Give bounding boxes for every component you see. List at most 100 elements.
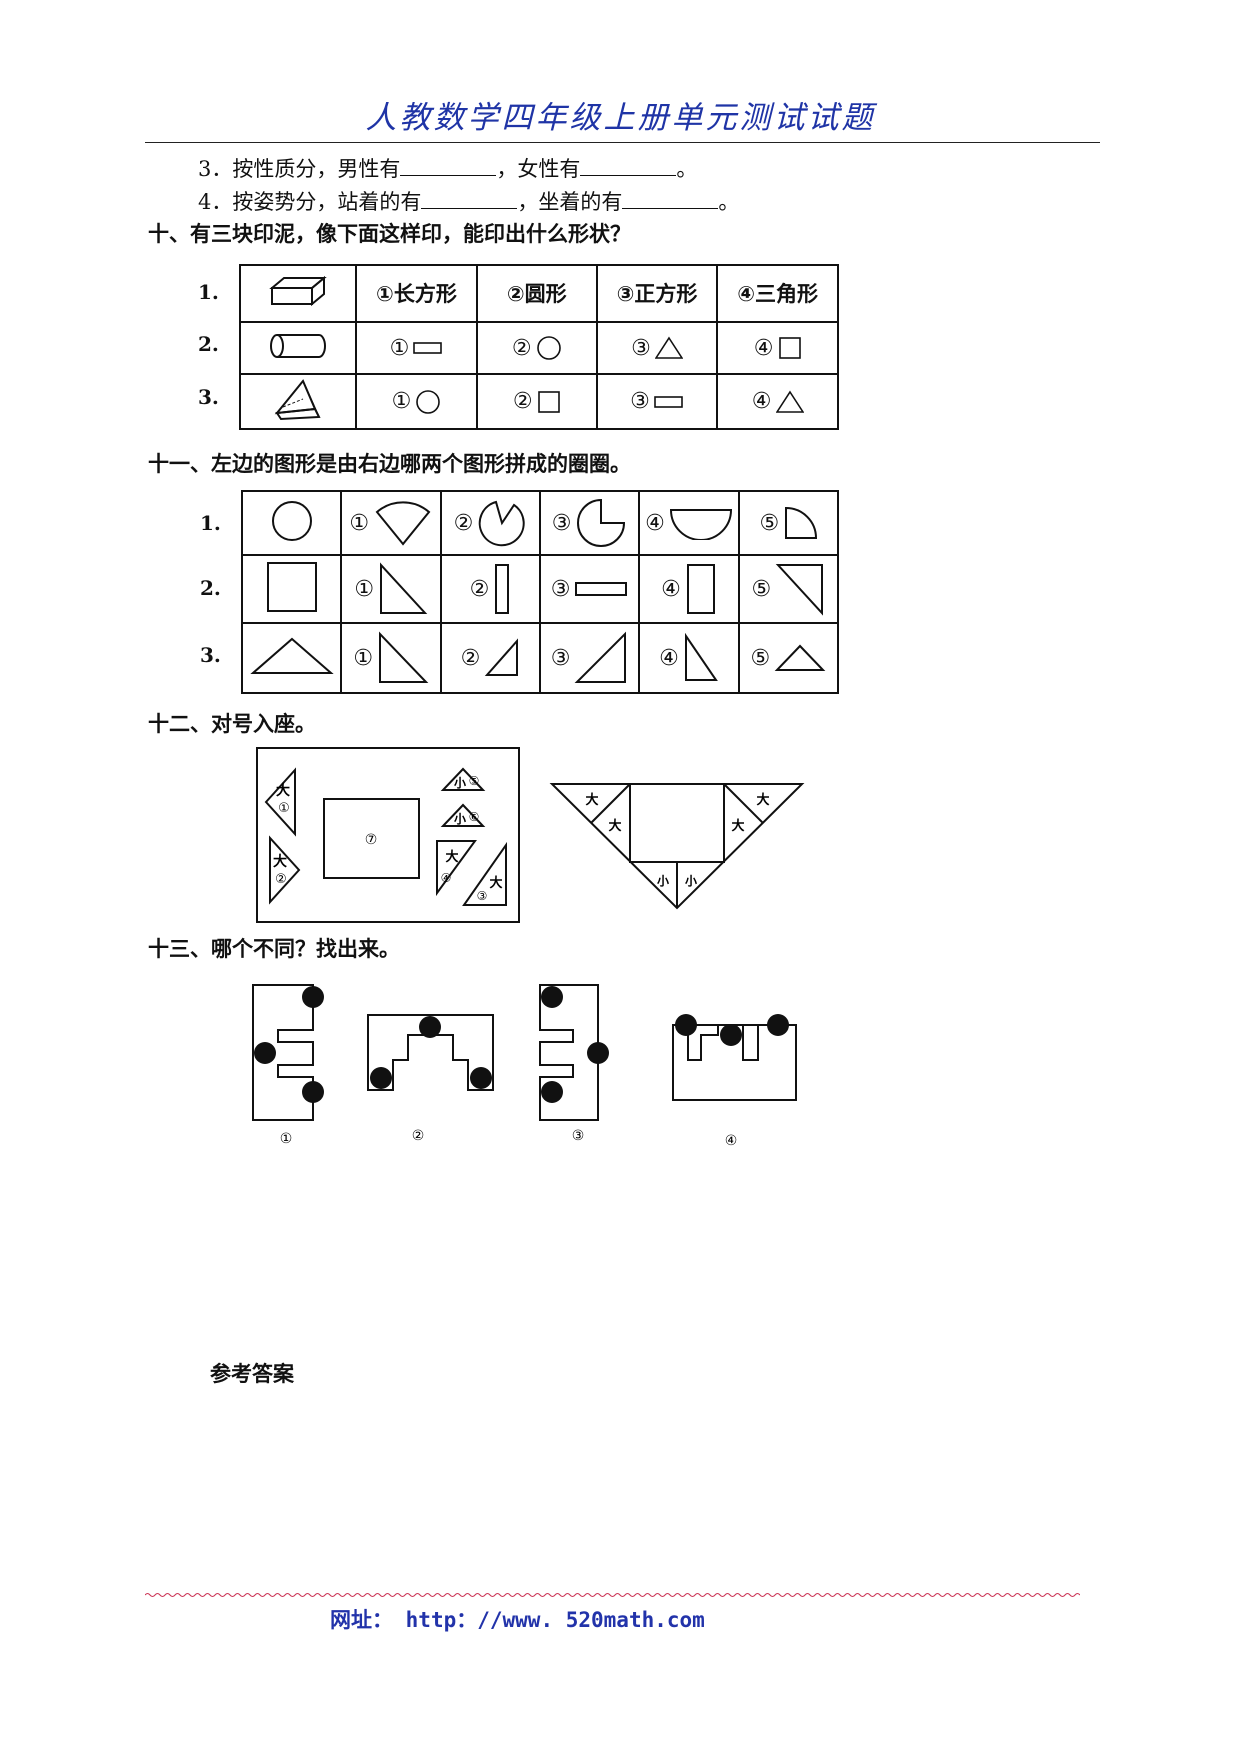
piece-4-label: 大 [445, 849, 458, 865]
dot [541, 1081, 563, 1103]
piece-3[interactable] [462, 841, 507, 906]
footer-url-link[interactable]: http：//www. 520math.com [405, 1608, 705, 1632]
odd-one-out-figures: ① ② ③ ④ [252, 984, 797, 1149]
figure-mark: ④ [725, 1133, 738, 1149]
option-mark: ④ [753, 335, 774, 361]
piece-2[interactable] [269, 835, 301, 905]
piece-6[interactable] [440, 803, 486, 827]
answer-blank[interactable] [580, 155, 677, 176]
piece-cell[interactable]: ③ [538, 490, 641, 556]
footer-url[interactable]: 网址： http：//www. 520math.com [330, 1604, 705, 1634]
page-header-title: 人教数学四年级上册单元测试试题 [365, 100, 876, 136]
question-4: 4．按姿势分，站着的有，坐着的有。 [198, 186, 739, 216]
piece-cell[interactable]: ② [439, 554, 541, 624]
piece-cell[interactable]: ① [340, 622, 442, 694]
option-cell[interactable]: ③ [595, 373, 719, 430]
piece-1-label: 大 [276, 782, 290, 799]
quarter-circle-icon [785, 506, 818, 539]
piece-cell[interactable]: ⑤ [737, 490, 840, 556]
option-cell[interactable]: ③ [595, 320, 719, 376]
prism-icon [274, 379, 321, 421]
right-triangle-icon [380, 562, 428, 614]
circle-icon [416, 389, 441, 414]
option-cell[interactable]: ①长方形 [355, 264, 478, 323]
option-cell[interactable]: ④三角形 [716, 264, 839, 323]
option-cell[interactable]: ②圆形 [475, 264, 598, 323]
piece-mark: ③ [550, 576, 571, 602]
piece-cell[interactable]: ④ [638, 554, 740, 624]
option-mark: ① [391, 389, 412, 415]
piece-6-mark: ⑥ [469, 810, 480, 824]
piece-cell[interactable]: ⑤ [737, 622, 840, 694]
right-triangle-flipped-icon [775, 564, 824, 616]
piece-cell[interactable]: ④ [638, 490, 740, 556]
slot-label: 大 [585, 792, 598, 808]
piece-mark: ③ [551, 510, 572, 536]
circle-target-icon [271, 500, 312, 541]
piece-cell[interactable]: ⑤ [737, 554, 840, 624]
dot [254, 1042, 276, 1064]
semicircle-icon [669, 509, 732, 540]
question-text: ，坐着的有 [517, 190, 623, 214]
square-icon [778, 337, 801, 359]
piece-mark: ① [353, 645, 374, 671]
figure-4[interactable] [672, 1024, 797, 1101]
answer-blank[interactable] [400, 155, 497, 176]
figure-1[interactable] [252, 984, 314, 1121]
piece-4-mark: ④ [441, 871, 452, 885]
slot-label: 大 [756, 792, 769, 808]
option-cell[interactable]: ① [355, 373, 478, 430]
option-label: ①长方形 [376, 282, 457, 307]
option-cell[interactable]: ④ [716, 373, 839, 430]
piece-cell[interactable]: ④ [638, 622, 740, 694]
piece-2-label: 大 [273, 853, 287, 870]
piece-cell[interactable]: ③ [538, 554, 641, 624]
row-number: 1. [200, 511, 221, 535]
pacman-circle-icon [479, 500, 525, 547]
piece-cell[interactable]: ① [340, 490, 442, 556]
piece-5[interactable] [440, 767, 486, 791]
question-end: 。 [676, 157, 698, 181]
piece-mark: ⑤ [751, 576, 772, 602]
figure-3[interactable] [539, 984, 599, 1121]
dot [675, 1014, 697, 1036]
piece-mark: ④ [661, 576, 681, 602]
option-mark: ① [389, 335, 410, 361]
option-cell[interactable]: ① [355, 320, 478, 376]
dot [419, 1016, 441, 1038]
piece-mark: ③ [550, 645, 571, 671]
square-icon [537, 390, 560, 413]
slot-label: 小 [685, 873, 697, 888]
target-cell [240, 490, 343, 556]
piece-1[interactable] [264, 767, 296, 837]
question-number: 3． [198, 157, 233, 181]
piece-7[interactable] [323, 798, 420, 879]
piece-7-mark: ⑦ [365, 832, 378, 848]
row-number: 1. [198, 280, 219, 304]
footer-wave-rule [145, 1593, 1080, 1597]
dot [587, 1042, 609, 1064]
piece-3-mark: ③ [477, 889, 488, 903]
dot [720, 1024, 742, 1046]
figure-mark: ① [280, 1131, 293, 1147]
piece-6-label: 小 [454, 811, 466, 826]
option-cell[interactable]: ② [475, 320, 598, 376]
piece-cell[interactable]: ② [439, 490, 541, 556]
section-11-title: 十一、左边的图形是由右边哪两个图形拼成的圈圈。 [148, 452, 631, 476]
triangle-icon [654, 336, 683, 359]
piece-4[interactable] [436, 840, 477, 897]
target-cell [240, 554, 343, 624]
answer-blank[interactable] [421, 188, 518, 209]
piece-1-mark: ① [278, 801, 290, 816]
option-cell[interactable]: ④ [716, 320, 839, 376]
option-cell[interactable]: ② [475, 373, 598, 430]
three-quarter-circle-icon [577, 498, 626, 547]
option-cell[interactable]: ③正方形 [595, 264, 719, 323]
piece-cell[interactable]: ① [340, 554, 442, 624]
figure-2[interactable] [367, 1014, 494, 1091]
piece-cell[interactable]: ③ [538, 622, 641, 694]
piece-mark: ⑤ [759, 510, 780, 536]
piece-cell[interactable]: ② [439, 622, 541, 694]
answer-blank[interactable] [622, 188, 719, 209]
row-number: 3. [200, 643, 221, 667]
